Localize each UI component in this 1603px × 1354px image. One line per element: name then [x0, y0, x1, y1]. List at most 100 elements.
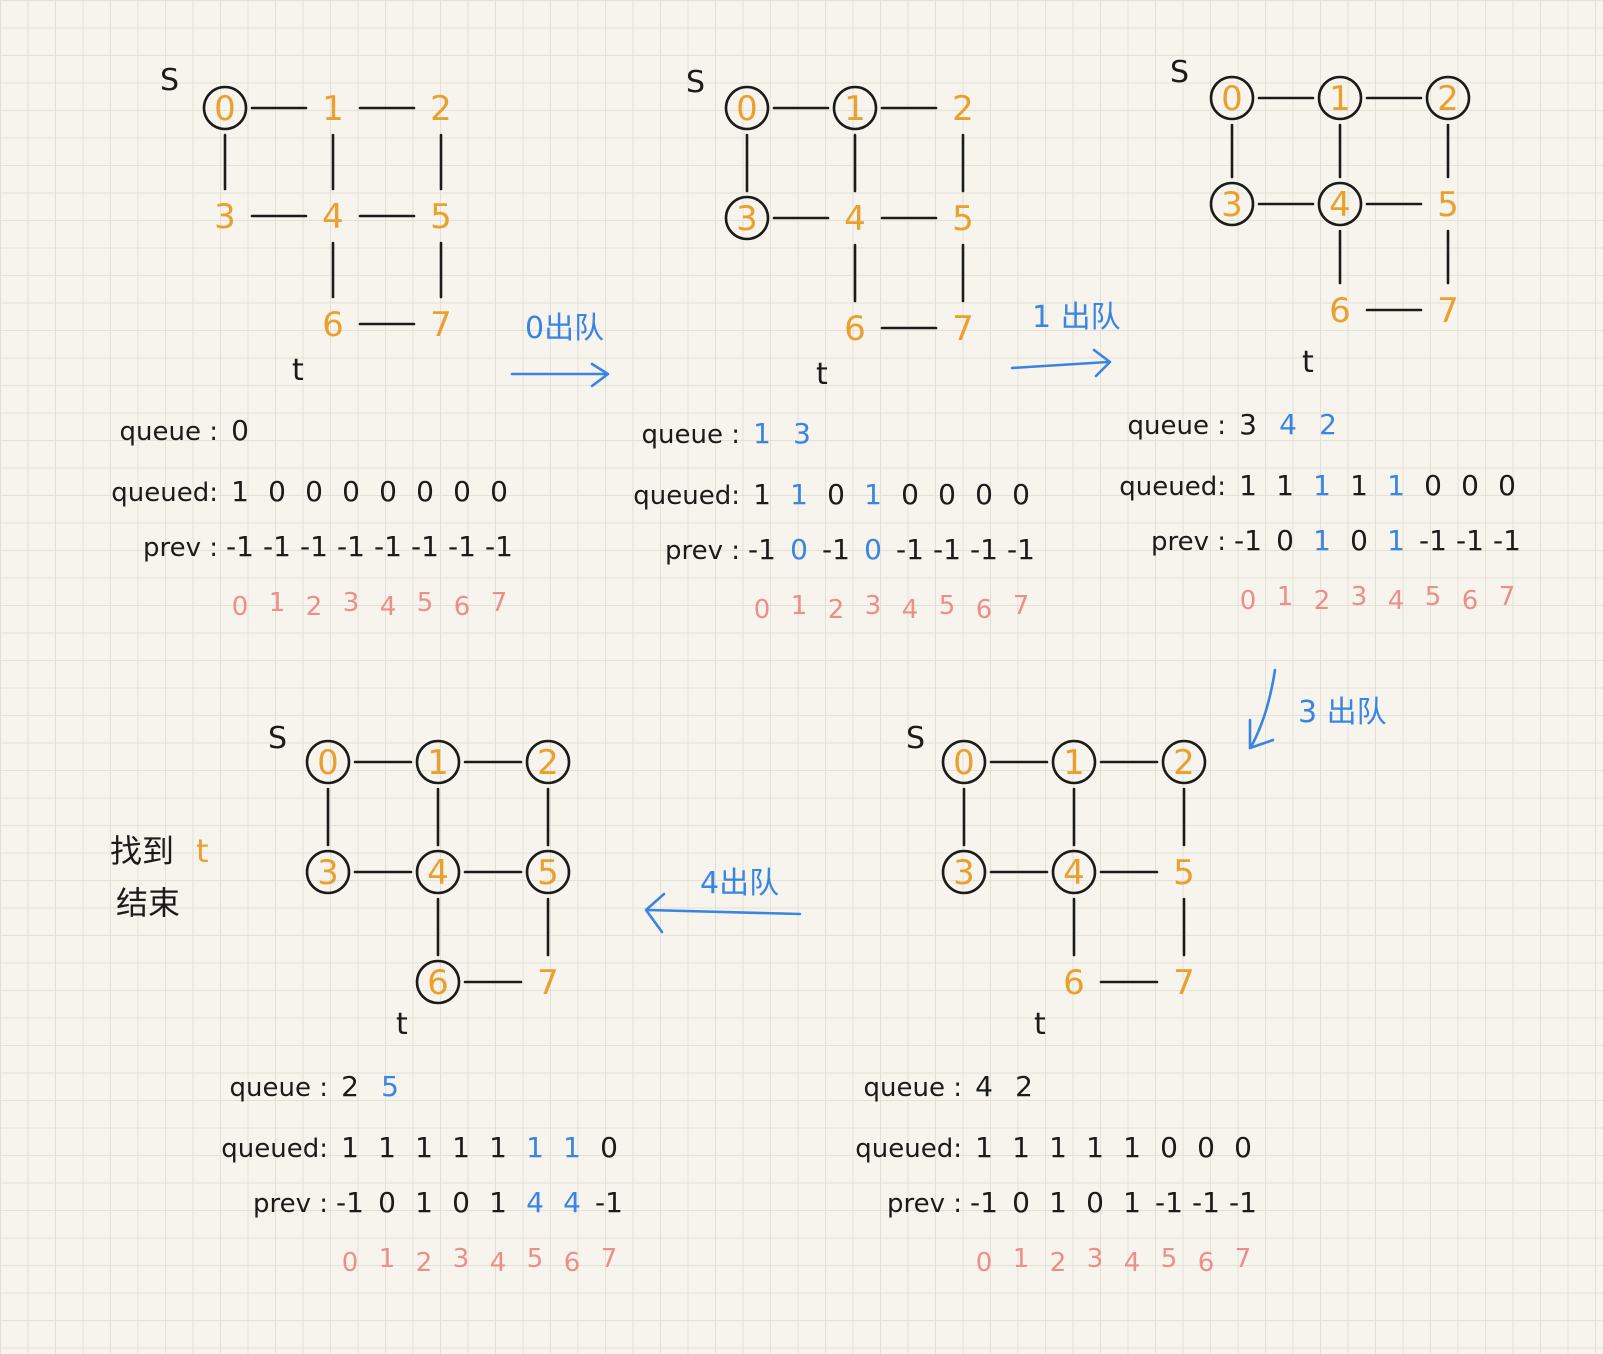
- graph-node-0: 0: [724, 85, 770, 131]
- graph-node-1: 1: [832, 85, 878, 131]
- source-label: S: [686, 65, 705, 100]
- prev-cell-4: 1: [1387, 524, 1405, 557]
- index-label-3: 3: [865, 591, 882, 621]
- node-label: 7: [1173, 963, 1195, 1003]
- arrow-label-1-dequeued: 1 出队: [1032, 300, 1121, 335]
- graph-node-1: 1: [415, 739, 461, 785]
- transition-arrow-3-dequeued: 3 出队: [1248, 668, 1387, 750]
- index-label-0: 0: [232, 592, 249, 622]
- node-label: 5: [952, 199, 974, 239]
- prev-cell-1: 0: [1012, 1186, 1030, 1219]
- prev-cell-4: 1: [1123, 1186, 1141, 1219]
- note-target: t: [196, 832, 209, 870]
- graph-node-2: 2: [1425, 75, 1471, 121]
- target-label: t: [292, 353, 304, 388]
- queued-cell-7: 0: [490, 475, 508, 508]
- queued-cell-4: 1: [1387, 469, 1405, 502]
- prev-cell-7: -1: [1493, 524, 1521, 557]
- node-label: 6: [1329, 291, 1351, 331]
- index-label-0: 0: [1240, 586, 1257, 616]
- node-label: 7: [430, 305, 452, 345]
- visited-node-ring: [202, 85, 248, 131]
- queue-cell-1: 4: [1279, 408, 1297, 441]
- queued-cell-4: 0: [379, 475, 397, 508]
- queued-cell-6: 0: [1461, 469, 1479, 502]
- prev-cell-6: -1: [1456, 524, 1484, 557]
- index-label-5: 5: [417, 588, 434, 618]
- index-label-1: 1: [791, 591, 808, 621]
- prev-cell-2: 1: [415, 1186, 433, 1219]
- index-label-2: 2: [416, 1248, 433, 1278]
- queued-cell-5: 0: [938, 478, 956, 511]
- prev-cell-0: -1: [970, 1186, 998, 1219]
- node-label: 2: [952, 89, 974, 129]
- visited-node-ring: [415, 849, 461, 895]
- visited-node-ring: [1317, 181, 1363, 227]
- prev-cell-1: -1: [263, 530, 291, 563]
- index-label-7: 7: [1013, 591, 1030, 621]
- node-label: 3: [1221, 185, 1243, 225]
- graph-node-6: 6: [1329, 291, 1351, 331]
- graph-node-6: 6: [322, 305, 344, 345]
- node-label: 3: [317, 853, 339, 893]
- transition-arrow-0-dequeued: 0出队: [510, 311, 610, 388]
- transition-arrow-1-dequeued: 1 出队: [1010, 300, 1121, 378]
- prev-cell-5: -1: [411, 530, 439, 563]
- prev-cell-4: -1: [896, 533, 924, 566]
- graph-node-0: 0: [941, 739, 987, 785]
- node-label: 5: [1173, 853, 1195, 893]
- graph-node-3: 3: [214, 197, 236, 237]
- graph-node-5: 5: [525, 849, 571, 895]
- queued-cell-3: 1: [1086, 1131, 1104, 1164]
- prev-cell-5: -1: [1155, 1186, 1183, 1219]
- visited-node-ring: [1317, 75, 1363, 121]
- prev-cell-5: -1: [1419, 524, 1447, 557]
- index-label-5: 5: [1161, 1244, 1178, 1274]
- queue-cell-0: 3: [1239, 408, 1257, 441]
- graph-node-4: 4: [1317, 181, 1363, 227]
- index-label-0: 0: [342, 1248, 359, 1278]
- index-label-7: 7: [1235, 1244, 1252, 1274]
- prev-cell-4: -1: [374, 530, 402, 563]
- node-label: 7: [952, 309, 974, 349]
- index-label-6: 6: [564, 1248, 581, 1278]
- prev-cell-2: -1: [822, 533, 850, 566]
- index-label-4: 4: [902, 595, 919, 625]
- visited-node-ring: [724, 85, 770, 131]
- prev-cell-1: 0: [1276, 524, 1294, 557]
- prev-row-label: prev :: [1151, 527, 1226, 557]
- index-label-6: 6: [976, 595, 993, 625]
- queued-cell-3: 0: [342, 475, 360, 508]
- queue-row-label: queue :: [864, 1073, 962, 1103]
- queue-cell-0: 1: [753, 417, 771, 450]
- graph-node-4: 4: [1051, 849, 1097, 895]
- index-label-6: 6: [1198, 1248, 1215, 1278]
- node-label: 6: [844, 309, 866, 349]
- graph-node-1: 1: [1051, 739, 1097, 785]
- found-target-note: 找到 t 结束: [110, 832, 209, 922]
- graph-node-3: 3: [305, 849, 351, 895]
- node-label: 6: [427, 963, 449, 1003]
- prev-cell-5: -1: [933, 533, 961, 566]
- index-label-2: 2: [828, 595, 845, 625]
- index-label-6: 6: [1462, 586, 1479, 616]
- queued-cell-1: 0: [268, 475, 286, 508]
- visited-node-ring: [941, 739, 987, 785]
- queued-cell-0: 1: [753, 478, 771, 511]
- graph-node-7: 7: [537, 963, 559, 1003]
- visited-node-ring: [415, 959, 461, 1005]
- prev-cell-3: 0: [1086, 1186, 1104, 1219]
- prev-cell-6: -1: [448, 530, 476, 563]
- prev-cell-2: -1: [300, 530, 328, 563]
- node-label: 0: [953, 743, 975, 783]
- graph-node-2: 2: [952, 89, 974, 129]
- target-label: t: [816, 357, 828, 392]
- index-label-5: 5: [1425, 582, 1442, 612]
- graph-node-5: 5: [430, 197, 452, 237]
- graph-node-7: 7: [1173, 963, 1195, 1003]
- visited-node-ring: [724, 195, 770, 241]
- visited-node-ring: [305, 849, 351, 895]
- node-label: 3: [214, 197, 236, 237]
- queued-cell-2: 1: [1313, 469, 1331, 502]
